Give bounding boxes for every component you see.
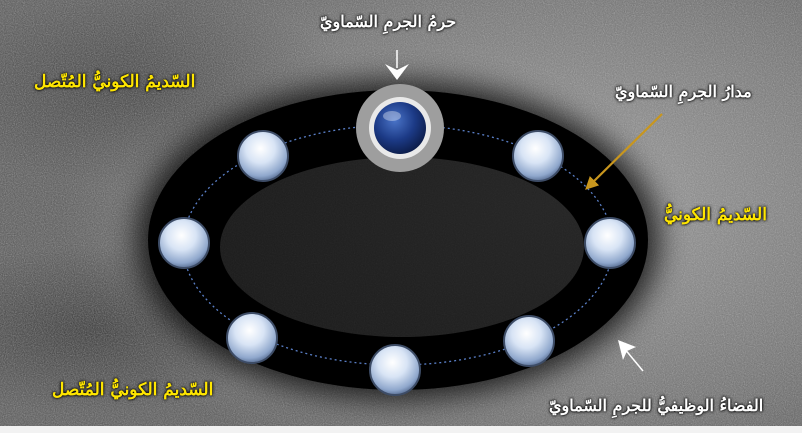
label-functional-space: الفضاءُ الوظيفيُّ للجرمِ السّماويّ xyxy=(549,396,763,415)
moon xyxy=(227,313,277,363)
label-nebula-connected-bottom: السّديمُ الكونيُّ المُتّصل xyxy=(52,380,213,400)
moon xyxy=(504,316,554,366)
moon xyxy=(585,218,635,268)
pointer-functional-space xyxy=(618,340,643,371)
pointer-halo xyxy=(385,50,409,80)
label-orbit: مدارُ الجرمِ السّماويّ xyxy=(615,82,752,101)
moon xyxy=(370,345,420,395)
label-nebula-right: السّديمُ الكونيُّ xyxy=(664,205,767,225)
moon xyxy=(159,218,209,268)
central-body xyxy=(356,84,444,172)
moon xyxy=(513,131,563,181)
label-body-haram: حرمُ الجرمِ السّماويّ xyxy=(320,12,456,31)
bottom-strip xyxy=(0,426,802,433)
moon xyxy=(238,131,288,181)
central-body-core xyxy=(374,102,426,154)
label-nebula-connected-top: السّديمُ الكونيُّ المُتّصل xyxy=(34,72,195,92)
